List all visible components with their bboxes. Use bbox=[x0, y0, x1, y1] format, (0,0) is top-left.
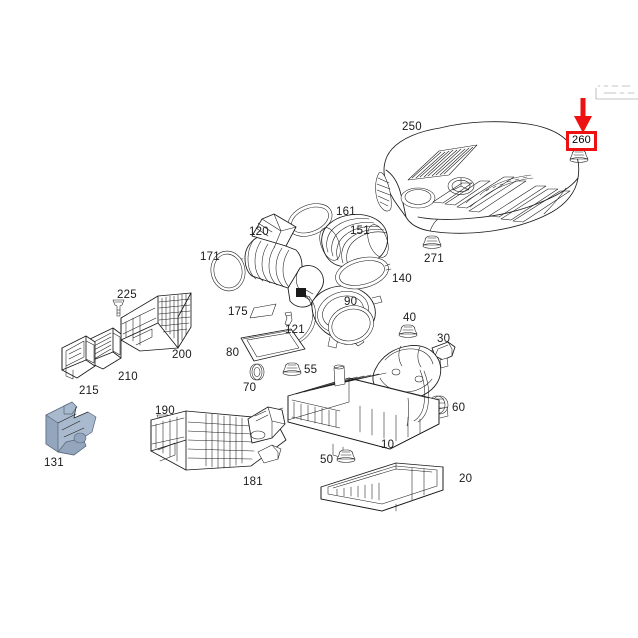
cover-cooling-slots bbox=[432, 176, 571, 223]
duct-corrugations bbox=[158, 293, 191, 343]
part-171-seal-ring bbox=[210, 250, 246, 292]
part-40-grommet bbox=[398, 324, 418, 338]
oil-filler-recess bbox=[400, 187, 436, 209]
callout-20: 20 bbox=[459, 473, 473, 485]
part-181-air-duct-lower bbox=[150, 406, 287, 471]
part-151-intake-bellows bbox=[319, 214, 389, 268]
mercedes-star-emblem bbox=[447, 177, 475, 195]
callout-271: 271 bbox=[424, 253, 444, 265]
callout-225: 225 bbox=[117, 289, 137, 301]
callout-30: 30 bbox=[437, 333, 451, 345]
callout-200: 200 bbox=[172, 349, 192, 361]
callout-50: 50 bbox=[320, 454, 334, 466]
part-50-rubber-mount bbox=[336, 449, 356, 463]
part-215-duct-cover bbox=[61, 335, 96, 380]
part-90-o-ring bbox=[328, 305, 374, 345]
callout-121: 121 bbox=[285, 324, 305, 336]
callout-190: 190 bbox=[155, 405, 175, 417]
part-131-bracket-shaded bbox=[45, 401, 97, 456]
callout-175: 175 bbox=[228, 306, 248, 318]
callout-131: 131 bbox=[44, 457, 64, 469]
callout-60: 60 bbox=[452, 402, 466, 414]
cover-left-fin bbox=[375, 172, 392, 212]
callout-215: 215 bbox=[79, 385, 99, 397]
part-175-cover-plate bbox=[249, 303, 277, 319]
part-121-clip bbox=[284, 311, 293, 327]
part-200-air-duct-upper bbox=[120, 292, 192, 352]
callout-151: 151 bbox=[350, 225, 370, 237]
callout-250: 250 bbox=[402, 121, 422, 133]
callout-181: 181 bbox=[243, 476, 263, 488]
grille-slats bbox=[91, 332, 112, 360]
callout-120: 120 bbox=[249, 226, 269, 238]
callout-10: 10 bbox=[381, 439, 395, 451]
part-80-housing-gasket bbox=[240, 328, 306, 362]
callout-161: 161 bbox=[336, 206, 356, 218]
callout-90: 90 bbox=[344, 296, 358, 308]
part-225-rivet bbox=[112, 299, 125, 317]
title-block-corner bbox=[595, 85, 638, 100]
part-20-air-filter-element bbox=[320, 462, 444, 512]
housing-right-ribs bbox=[359, 405, 421, 442]
part-70-o-ring-small bbox=[249, 363, 265, 381]
part-140-gasket-ring bbox=[335, 256, 392, 290]
cover-vent-grille bbox=[407, 144, 478, 181]
callout-55: 55 bbox=[304, 364, 318, 376]
callout-210: 210 bbox=[118, 371, 138, 383]
callout-70: 70 bbox=[243, 382, 257, 394]
filter-pleats bbox=[336, 482, 380, 501]
callout-171: 171 bbox=[200, 251, 220, 263]
part-271-bushing bbox=[422, 235, 442, 249]
duct-lower-corrugations bbox=[187, 413, 255, 469]
callout-80: 80 bbox=[226, 347, 240, 359]
callout-260-highlighted[interactable]: 260 bbox=[566, 131, 597, 151]
callout-140: 140 bbox=[392, 273, 412, 285]
housing-front-slots bbox=[291, 399, 341, 429]
part-55-rubber-mount bbox=[282, 362, 302, 376]
callout-40: 40 bbox=[403, 312, 417, 324]
part-10-air-filter-housing bbox=[275, 345, 449, 459]
part-250-engine-cover bbox=[375, 121, 580, 234]
